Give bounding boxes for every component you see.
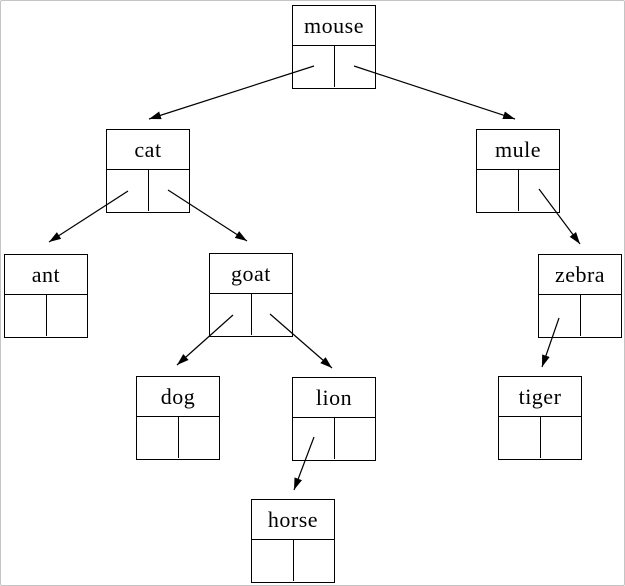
right-pointer-cell-tiger [541, 417, 582, 458]
left-pointer-cell-mouse [293, 46, 335, 87]
left-pointer-cell-cat [107, 170, 149, 211]
pointer-cells-tiger [499, 417, 581, 458]
tree-node-tiger: tiger [498, 376, 582, 460]
node-label-cat: cat [107, 130, 189, 170]
pointer-cells-cat [107, 170, 189, 211]
node-label-tiger: tiger [499, 377, 581, 417]
tree-node-cat: cat [106, 129, 190, 213]
node-label-lion: lion [293, 378, 375, 418]
right-pointer-cell-lion [335, 418, 376, 459]
right-pointer-cell-cat [149, 170, 190, 211]
right-pointer-cell-dog [179, 417, 220, 458]
pointer-cells-horse [252, 540, 334, 581]
left-pointer-cell-dog [137, 417, 179, 458]
pointer-cells-lion [293, 418, 375, 459]
left-pointer-cell-tiger [499, 417, 541, 458]
left-pointer-cell-zebra [539, 295, 581, 336]
right-pointer-cell-horse [294, 540, 335, 581]
node-label-zebra: zebra [539, 255, 621, 295]
left-pointer-cell-ant [5, 295, 47, 336]
tree-node-ant: ant [4, 254, 88, 338]
tree-node-zebra: zebra [538, 254, 622, 338]
pointer-cells-mouse [293, 46, 375, 87]
tree-node-mule: mule [476, 129, 560, 213]
edge-mouse-right-to-mule [353, 65, 516, 120]
node-label-horse: horse [252, 500, 334, 540]
node-label-mule: mule [477, 130, 559, 170]
tree-node-horse: horse [251, 499, 335, 583]
tree-node-dog: dog [136, 376, 220, 460]
pointer-cells-ant [5, 295, 87, 336]
pointer-cells-goat [210, 294, 292, 335]
tree-node-mouse: mouse [292, 5, 376, 89]
node-label-mouse: mouse [293, 6, 375, 46]
right-pointer-cell-goat [252, 294, 293, 335]
left-pointer-cell-goat [210, 294, 252, 335]
pointer-cells-zebra [539, 295, 621, 336]
right-pointer-cell-mouse [335, 46, 376, 87]
pointer-cells-dog [137, 417, 219, 458]
right-pointer-cell-ant [47, 295, 88, 336]
edge-mouse-left-to-cat [148, 65, 315, 120]
pointer-cells-mule [477, 170, 559, 211]
right-pointer-cell-mule [519, 170, 560, 211]
left-pointer-cell-lion [293, 418, 335, 459]
left-pointer-cell-horse [252, 540, 294, 581]
node-label-dog: dog [137, 377, 219, 417]
tree-node-lion: lion [292, 377, 376, 461]
left-pointer-cell-mule [477, 170, 519, 211]
tree-node-goat: goat [209, 253, 293, 337]
node-label-goat: goat [210, 254, 292, 294]
right-pointer-cell-zebra [581, 295, 622, 336]
node-label-ant: ant [5, 255, 87, 295]
